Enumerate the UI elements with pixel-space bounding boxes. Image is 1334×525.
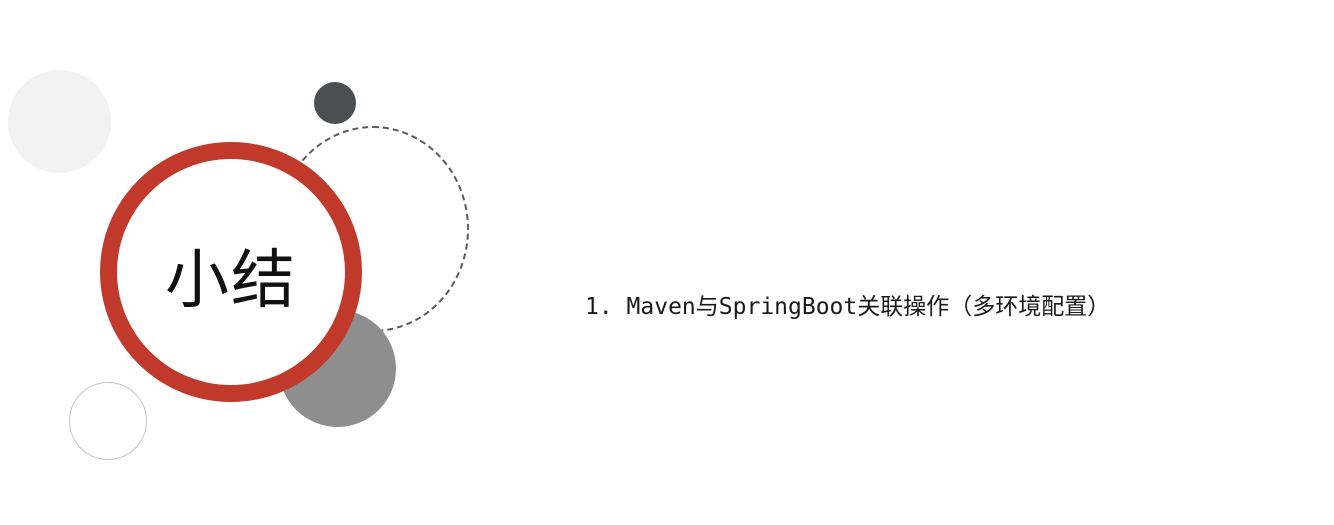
summary-list: 1. Maven与SpringBoot关联操作（多环境配置）	[585, 288, 1110, 326]
decorative-dark-dot	[314, 82, 356, 124]
slide-title: 小结	[165, 244, 297, 318]
summary-item: 1. Maven与SpringBoot关联操作（多环境配置）	[585, 294, 1111, 320]
title-ring: 小结	[100, 142, 362, 402]
decorative-outline-circle	[69, 382, 147, 460]
decorative-light-circle	[8, 70, 111, 173]
